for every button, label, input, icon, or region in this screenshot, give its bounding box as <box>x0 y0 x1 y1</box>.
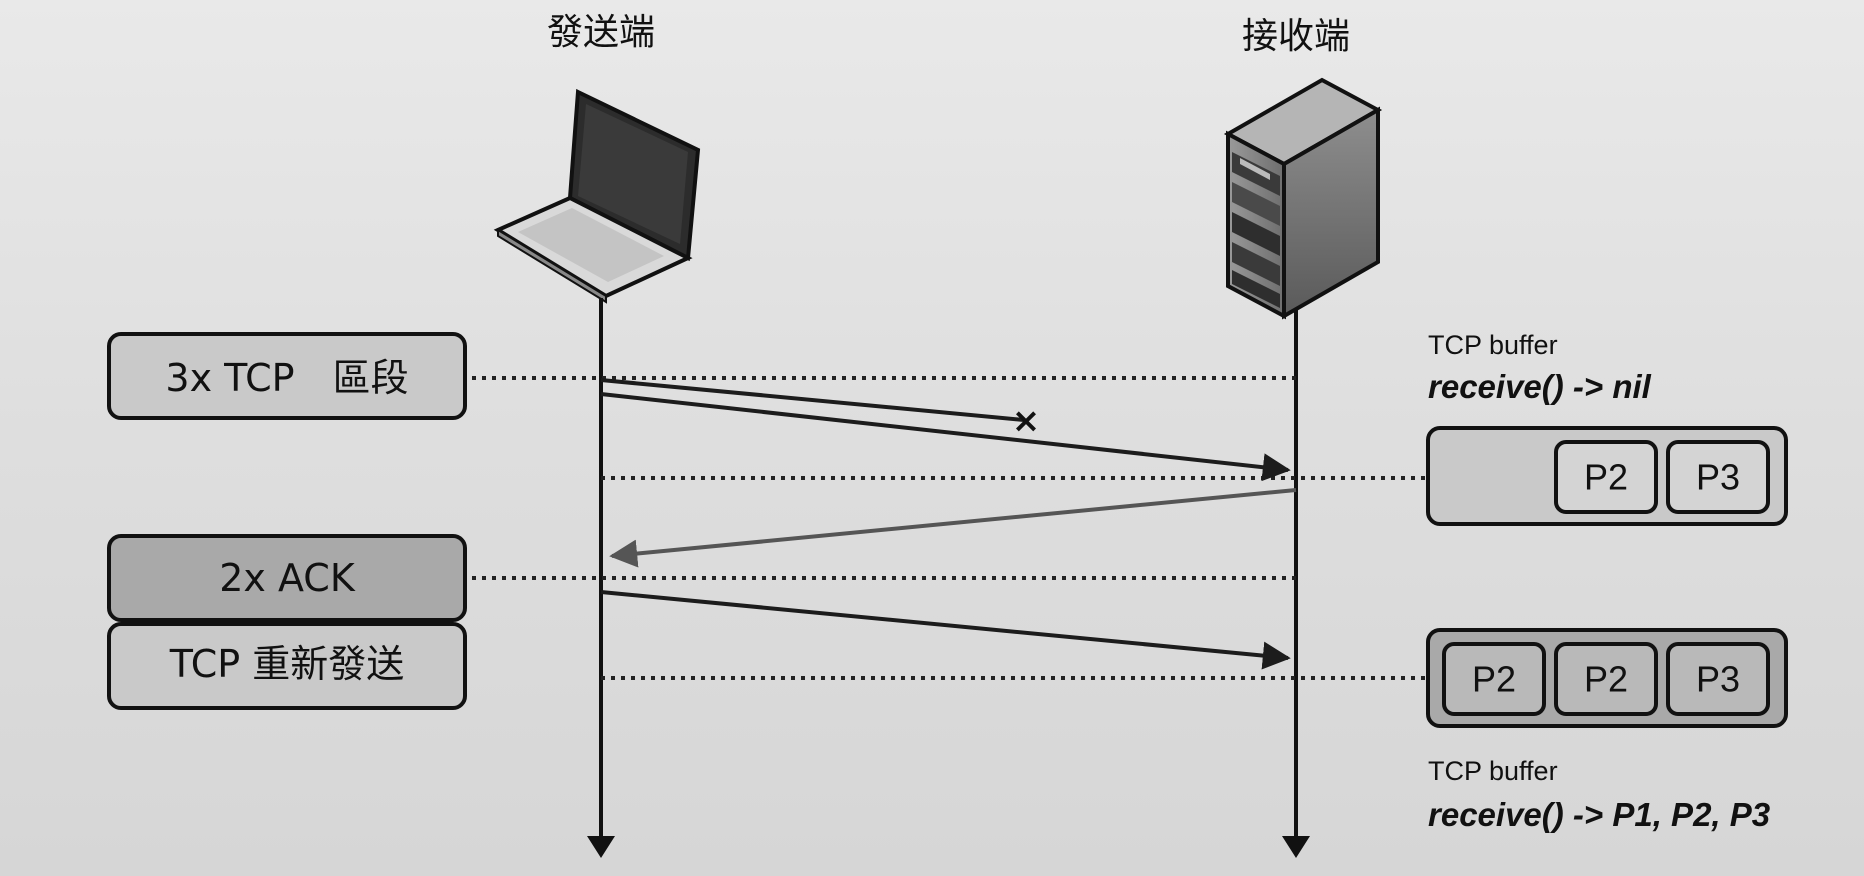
buffer-bottom-packet-label: P2 <box>1584 659 1628 700</box>
buffer-top-call: receive() -> nil <box>1428 368 1652 405</box>
buffer-bottom-packet-label: P2 <box>1472 659 1516 700</box>
lost-segment-arrow <box>600 378 1025 422</box>
buffer-bottom-call: receive() -> P1, P2, P3 <box>1428 796 1770 833</box>
segment-arrow <box>600 392 1291 482</box>
buffer-bottom-packet: P2 <box>1554 642 1658 716</box>
receiver-title: 接收端 <box>1242 16 1350 57</box>
buffer-bottom: P2 P2 P3 <box>1426 628 1788 728</box>
buffer-bottom-packet: P3 <box>1666 642 1770 716</box>
retransmit-label-box: TCP 重新發送 <box>107 622 467 710</box>
receiver-lifeline-arrowhead <box>1282 836 1310 858</box>
ack-label: 2x ACK <box>219 556 356 600</box>
buffer-bottom-packet: P2 <box>1442 642 1546 716</box>
lost-marker: × <box>1012 401 1041 441</box>
server-tower-icon <box>1223 77 1383 320</box>
segments-label: 3x TCP 區段 <box>165 356 408 400</box>
ack-label-box: 2x ACK <box>107 534 467 622</box>
ack-arrow <box>609 488 1297 568</box>
sender-title: 發送端 <box>547 12 655 53</box>
buffer-bottom-packet-label: P3 <box>1696 659 1740 700</box>
buffer-top-title: TCP buffer <box>1428 330 1558 360</box>
laptop-icon <box>493 88 701 304</box>
sender-lifeline-arrowhead <box>587 836 615 858</box>
buffer-bottom-title: TCP buffer <box>1428 756 1558 786</box>
retransmit-label: TCP 重新發送 <box>169 642 405 686</box>
segments-label-box: 3x TCP 區段 <box>107 332 467 420</box>
retransmit-arrow <box>600 590 1291 670</box>
buffer-top-packet: P2 <box>1554 440 1658 514</box>
buffer-top-packet: P3 <box>1666 440 1770 514</box>
buffer-top-packet-label: P3 <box>1696 457 1740 498</box>
buffer-top: P2 P3 <box>1426 426 1788 526</box>
buffer-top-packet-label: P2 <box>1584 457 1628 498</box>
